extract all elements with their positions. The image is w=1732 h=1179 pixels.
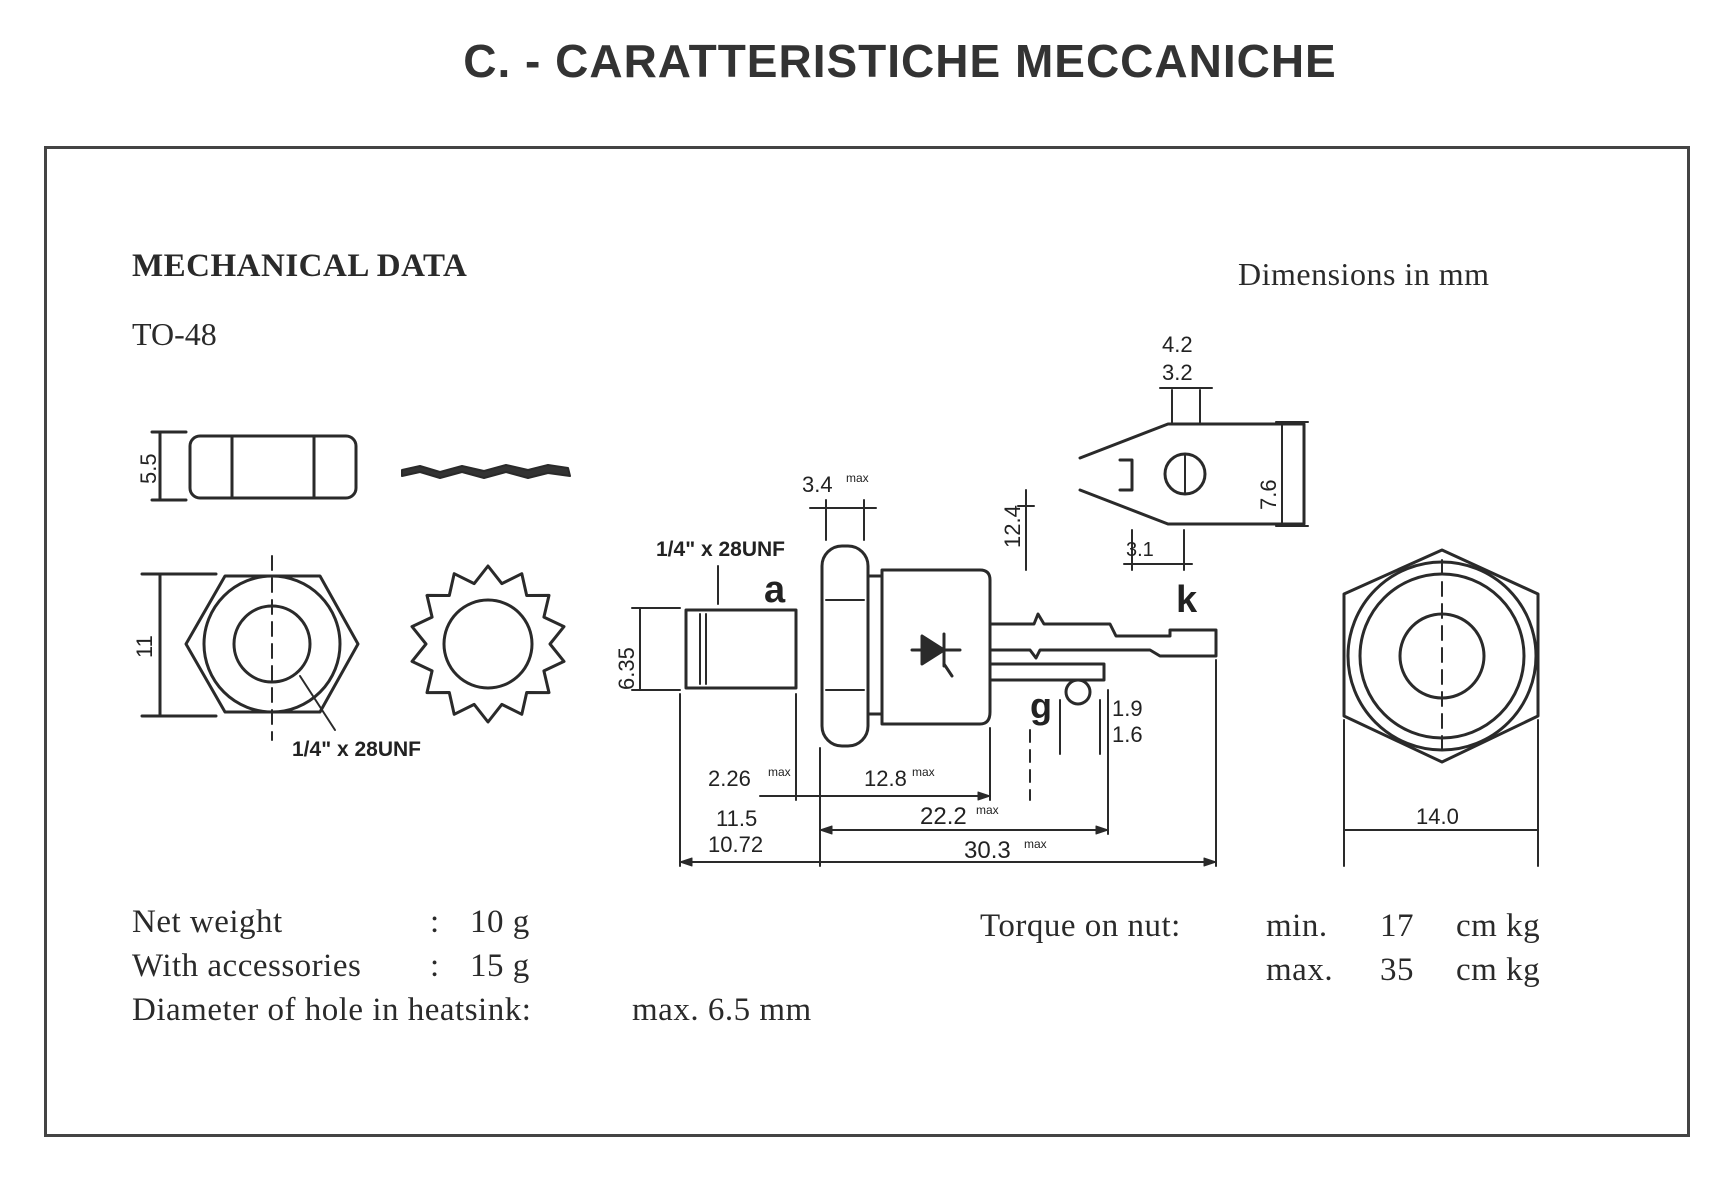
net-weight-label: Net weight (132, 904, 283, 940)
cathode-terminal-view (1078, 387, 1309, 571)
device-top-view (1342, 548, 1540, 867)
stud-diameter-label: 6.35 (614, 647, 639, 690)
max-note-4: max (976, 803, 999, 817)
lock-washer-hole (442, 598, 534, 690)
hex-thickness-label: 3.4 (802, 472, 833, 497)
page-title: C. - CARATTERISTICHE MECCANICHE (463, 35, 1337, 87)
max-note-3: max (912, 765, 935, 779)
nut-height-label: 5.5 (136, 453, 161, 484)
nut-thread-label: 1/4" x 28UNF (292, 738, 421, 761)
package-name: TO-48 (132, 316, 217, 352)
gate-label: g (1030, 685, 1052, 726)
mechanical-data-frame (44, 146, 1690, 1137)
dim-10-72-label: 10.72 (708, 832, 763, 857)
nut-width-label: 11 (132, 635, 157, 658)
hole-diameter-label: Diameter of hole in heatsink: (132, 992, 532, 1028)
washer-side-view (401, 464, 571, 479)
terminal-dim-7-6-label: 7.6 (1256, 479, 1281, 510)
torque-min-label: min. (1266, 908, 1328, 944)
max-note-1: max (846, 471, 869, 485)
torque-min-unit: cm kg (1456, 908, 1541, 944)
units-note: Dimensions in mm (1238, 256, 1490, 292)
net-weight-value: 10 g (470, 904, 530, 940)
side-thread-label: 1/4" x 28UNF (656, 538, 785, 561)
accessories-weight-value: 15 g (470, 948, 530, 984)
max-note-2: max (768, 765, 791, 779)
torque-max-label: max. (1266, 952, 1334, 988)
terminal-dim-4-2-label: 4.2 (1162, 332, 1193, 357)
dim-1-6-label: 1.6 (1112, 722, 1143, 747)
torque-label: Torque on nut: (980, 908, 1181, 944)
max-note-5: max (1024, 837, 1047, 851)
dim-1-9-label: 1.9 (1112, 696, 1143, 721)
thyristor-side-view (631, 489, 1218, 867)
nut-side-view (150, 430, 358, 502)
terminal-dim-3-1-label: 3.1 (1126, 539, 1154, 561)
anode-label: a (764, 569, 786, 611)
nut-top-view (140, 555, 360, 741)
lock-washer-top-view (410, 564, 566, 724)
dim-22-2-label: 22.2 (920, 803, 967, 830)
accessories-weight-label: With accessories (132, 948, 362, 984)
across-flats-label: 14.0 (1416, 804, 1459, 829)
torque-min-value: 17 (1380, 908, 1414, 944)
hole-diameter-value: max. 6.5 mm (632, 992, 812, 1028)
dim-12-8-label: 12.8 (864, 766, 907, 791)
dim-30-3-label: 30.3 (964, 837, 1011, 864)
net-weight-separator: : (430, 904, 440, 940)
dim-2-26-label: 2.26 (708, 766, 751, 791)
torque-max-value: 35 (1380, 952, 1414, 988)
accessories-weight-separator: : (430, 948, 440, 984)
mechanical-data-heading: MECHANICAL DATA (132, 248, 468, 284)
torque-max-unit: cm kg (1456, 952, 1541, 988)
terminal-dim-3-2-label: 3.2 (1162, 360, 1193, 385)
terminal-height-label: 12.4 (1000, 505, 1025, 548)
cathode-label: k (1176, 579, 1198, 621)
dim-11-5-label: 11.5 (716, 806, 757, 831)
